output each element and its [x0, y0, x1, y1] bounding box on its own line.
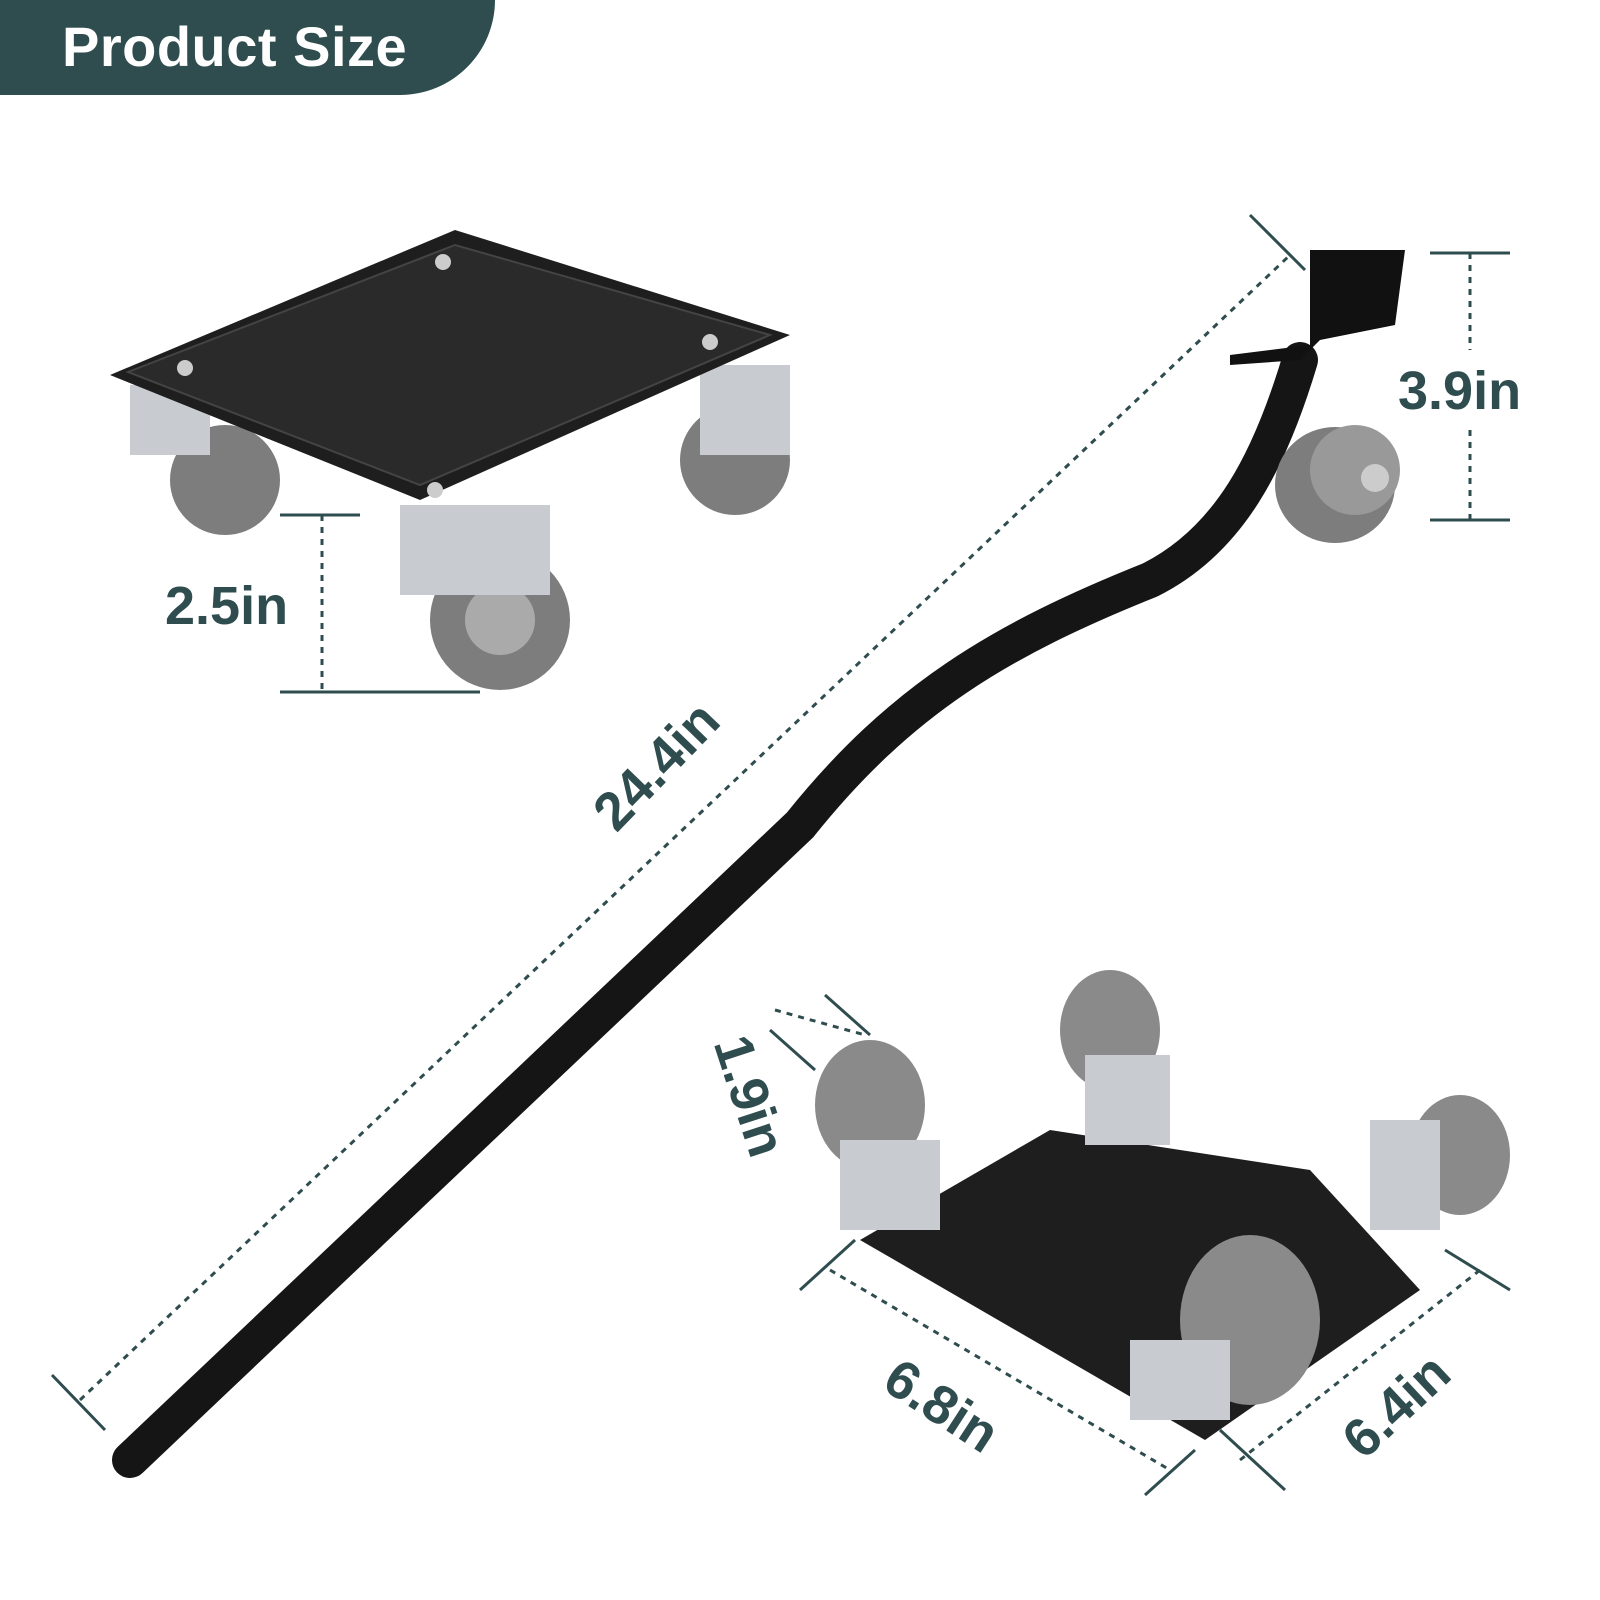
- dolly-top-view: [110, 230, 790, 690]
- lift-head-height-label: 3.9in: [1398, 361, 1522, 421]
- page-title: Product Size: [62, 15, 408, 78]
- lift-handle: [112, 250, 1405, 1478]
- dimension-lines: [50, 213, 1511, 1497]
- dolly-height-label: 2.5in: [165, 576, 289, 636]
- header-banner: Product Size: [0, 0, 495, 95]
- handle-length-line: [78, 253, 1292, 1402]
- dolly-bottom-view: [815, 970, 1510, 1440]
